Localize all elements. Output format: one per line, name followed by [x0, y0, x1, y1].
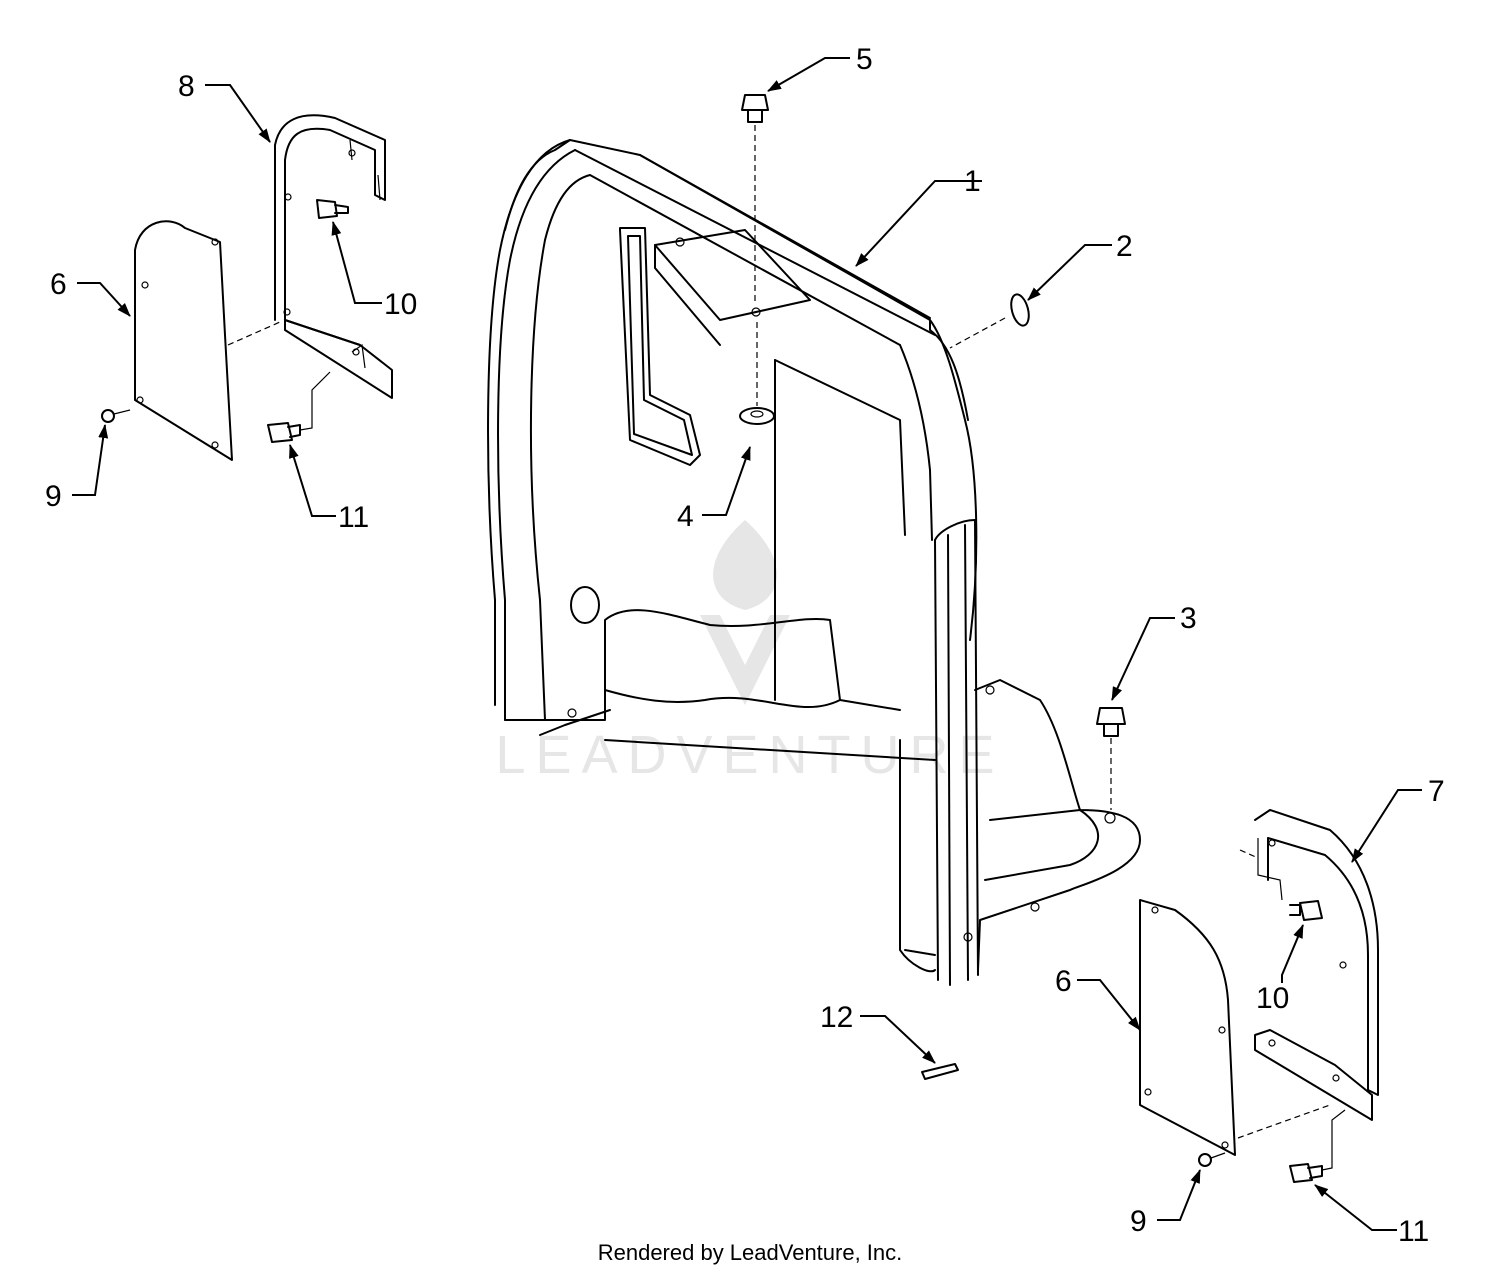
- callout-5: 5: [856, 43, 873, 76]
- part-6-panel-left: [134, 220, 281, 461]
- callout-12: 12: [820, 1001, 853, 1034]
- footer-credit: Rendered by LeadVenture, Inc.: [597, 1240, 903, 1265]
- part-7-bracket: [1239, 809, 1379, 1121]
- callout-labels: 1 2 3 4 5 6 6 7 8 9 9 10 10 11 11 12: [45, 43, 1445, 1248]
- callout-9-right: 9: [1130, 1205, 1147, 1238]
- part-9-screw-left: [101, 409, 131, 423]
- watermark-text: LEADVENTURE: [495, 725, 1004, 785]
- part-9-screw-right: [1198, 1152, 1226, 1167]
- callout-6-right: 6: [1055, 965, 1072, 998]
- part-4-washer: [739, 322, 775, 425]
- callout-9-left: 9: [45, 480, 62, 513]
- callout-1: 1: [964, 165, 981, 198]
- callout-7: 7: [1428, 775, 1445, 808]
- part-5-bolt: [741, 94, 769, 305]
- callout-11-left: 11: [338, 501, 369, 534]
- part-10-bolt-right: [1289, 900, 1323, 921]
- callout-3: 3: [1180, 602, 1197, 635]
- callout-2: 2: [1116, 230, 1133, 263]
- callout-4: 4: [677, 500, 694, 533]
- part-8-bracket: [274, 114, 393, 399]
- part-6-panel-right: [1139, 899, 1331, 1156]
- part-1-frame: [487, 139, 1141, 986]
- part-11-bolt-right: [1289, 1109, 1346, 1183]
- callout-8: 8: [178, 70, 195, 103]
- callout-10-left: 10: [384, 288, 417, 321]
- part-3-bolt: [1096, 707, 1126, 810]
- part-12-key: [921, 1063, 959, 1080]
- part-11-bolt-left: [267, 371, 331, 443]
- watermark-logo: LEADVENTURE: [495, 520, 1004, 785]
- part-10-bolt-left: [316, 199, 349, 219]
- part-2-plug: [949, 293, 1030, 349]
- callout-6-left: 6: [50, 268, 67, 301]
- leader-lines: [72, 57, 1422, 1231]
- callout-11-right: 11: [1398, 1215, 1429, 1248]
- callout-10-right: 10: [1256, 982, 1289, 1015]
